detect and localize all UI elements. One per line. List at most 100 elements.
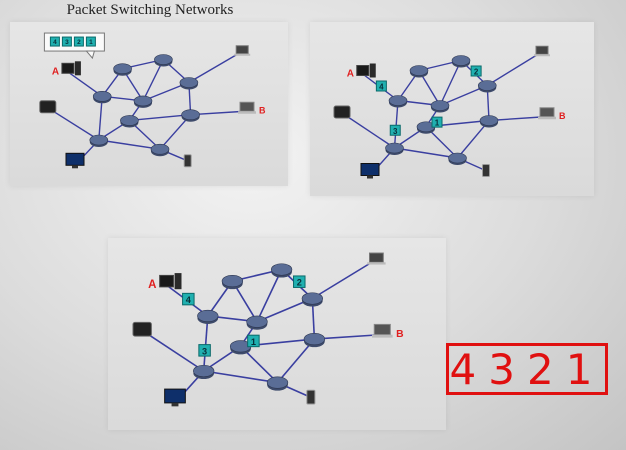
router-icon [133, 95, 153, 107]
router-icon [270, 263, 293, 276]
laptop-icon [535, 45, 549, 55]
packet-icon [431, 116, 443, 128]
router-icon [430, 100, 450, 111]
computer-a-monitor-icon [61, 62, 75, 74]
phone-icon [306, 389, 316, 405]
laptop-icon [235, 45, 249, 55]
router-icon [301, 292, 324, 305]
laptop-base [234, 53, 251, 56]
desktop-monitor-icon [164, 388, 186, 404]
router-icon [120, 115, 139, 126]
host-a-label: A [148, 279, 156, 291]
network-link [98, 139, 161, 150]
network-link [311, 261, 373, 300]
packet-number: 4 [53, 39, 57, 46]
packet-number: 1 [435, 119, 440, 128]
network-link [129, 114, 191, 122]
network-link [314, 333, 381, 340]
network-link [188, 53, 239, 84]
packet-icon [61, 36, 72, 47]
packet-number: 3 [202, 346, 207, 356]
network-3: A B 4 3 1 2 [132, 252, 404, 407]
router-icon [92, 91, 112, 102]
router-icon [179, 77, 199, 88]
router-icon [197, 309, 219, 322]
router-icon [409, 65, 429, 76]
phone-icon [482, 164, 490, 177]
computer-a-tower-icon [369, 63, 376, 78]
computer-a-tower-icon [174, 273, 182, 290]
host-a-label: A [347, 69, 354, 80]
router-icon [181, 109, 200, 120]
desktop-stand [367, 175, 373, 179]
network-link [202, 315, 209, 372]
router-icon [266, 376, 289, 389]
packet-number: 2 [77, 39, 81, 46]
packet-icon [49, 36, 60, 47]
router-icon [113, 63, 132, 74]
packet-number: 1 [89, 39, 93, 46]
network-link [98, 96, 103, 141]
packet-number: 4 [379, 83, 384, 92]
laptop-b-icon [239, 101, 255, 112]
packet-number: 4 [186, 295, 192, 305]
handwritten-answer: 4321 [446, 343, 608, 395]
packet-icon [389, 124, 401, 136]
desktop-stand [171, 402, 179, 407]
network-link [341, 112, 395, 149]
computer-a-monitor-icon [356, 65, 370, 76]
network-link [141, 329, 205, 372]
laptop-b-icon [539, 107, 555, 118]
router-icon [388, 95, 408, 106]
network-link [203, 370, 278, 384]
page-title: Packet Switching Networks [66, 2, 234, 18]
laptop-b-base [538, 116, 556, 120]
packet-icon [73, 36, 84, 47]
desktop-stand [72, 165, 78, 169]
packet-icon [85, 36, 96, 47]
network-link [256, 269, 283, 323]
router-icon [246, 315, 268, 328]
packet-icon [182, 292, 195, 306]
network-link [393, 100, 399, 149]
computer-a-monitor-icon [159, 274, 174, 288]
tablet-icon [333, 105, 351, 119]
packet-icon [293, 275, 306, 288]
packet-icon [247, 334, 260, 348]
router-icon [193, 364, 215, 378]
router-icon [89, 134, 109, 146]
network-link [488, 116, 546, 122]
router-icon [303, 333, 326, 346]
packet-queue-bubble-tail [85, 50, 96, 60]
packet-number: 1 [251, 337, 256, 347]
network-link [486, 53, 539, 87]
router-icon [448, 152, 467, 164]
router-icon [154, 54, 173, 65]
router-icon [479, 115, 499, 126]
laptop-base [367, 262, 386, 265]
host-b-label: B [396, 329, 403, 340]
packet-icon [198, 344, 211, 357]
router-icon [150, 143, 170, 155]
packet-number: 2 [474, 68, 479, 77]
packet-icon [470, 65, 482, 77]
laptop-b-base [238, 111, 256, 114]
packet-icon [375, 80, 387, 92]
router-icon [477, 80, 497, 91]
packet-number: 3 [393, 127, 398, 136]
phone-icon [183, 154, 192, 168]
handwritten-answer-text: 4321 [449, 344, 605, 394]
network-link [276, 338, 316, 384]
laptop-b-base [371, 334, 393, 338]
packet-number: 2 [297, 278, 302, 288]
laptop-b-icon [373, 323, 391, 336]
host-b-label: B [259, 105, 266, 115]
router-icon [385, 142, 404, 154]
network-link [439, 60, 462, 106]
tablet-icon [39, 100, 57, 114]
router-icon [451, 55, 471, 66]
network-link [456, 120, 490, 159]
laptop-icon [369, 252, 384, 263]
